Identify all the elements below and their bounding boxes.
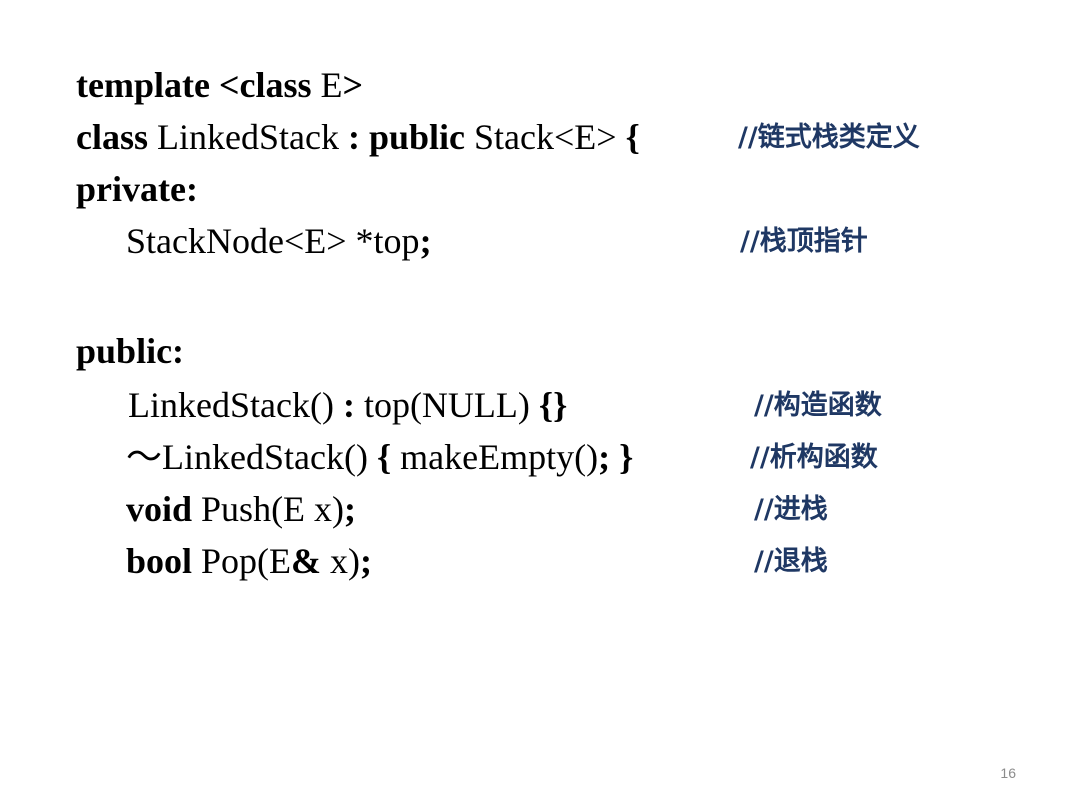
keyword-class: <class (218, 65, 312, 105)
code-line-template: template <class E> (0, 60, 1080, 110)
label-private: private: (76, 169, 198, 209)
ctor-init: top(NULL) (354, 385, 539, 425)
class-name: LinkedStack (148, 117, 348, 157)
keyword-public: : public (347, 117, 465, 157)
code-line-top: StackNode<E> *top; //栈顶指针 (0, 216, 1080, 266)
dtor-code: ～LinkedStack() { makeEmpty(); } (126, 432, 633, 482)
keyword-void: void (126, 489, 193, 529)
push-code: void Push(E x); (126, 484, 356, 534)
comment-pop: //退栈 (754, 546, 828, 577)
semicolon: ; (344, 489, 357, 529)
keyword-bool: bool (126, 541, 193, 581)
comment-top-pointer: //栈顶指针 (740, 226, 868, 257)
push-sig: Push(E x) (192, 489, 345, 529)
colon: : (342, 385, 355, 425)
pop-code: bool Pop(E& x); (126, 536, 372, 586)
class-code: class LinkedStack : public Stack<E> { (76, 112, 640, 162)
close-brace: } (610, 437, 634, 477)
code-line-pop: bool Pop(E& x); //退栈 (0, 536, 1080, 586)
keyword-class: class (76, 117, 148, 157)
semicolon: ; (419, 221, 432, 261)
open-brace: { (625, 117, 640, 157)
comment-constructor: //构造函数 (754, 390, 882, 421)
dtor-body: makeEmpty() (391, 437, 599, 477)
top-decl: StackNode<E> *top (126, 221, 420, 261)
code-line-private: private: (0, 164, 1080, 214)
semicolon: ; (598, 437, 611, 477)
comment-class-def: //链式栈类定义 (738, 122, 920, 153)
code-line-push: void Push(E x); //进栈 (0, 484, 1080, 534)
label-public: public: (76, 331, 185, 371)
keyword-template: template (76, 65, 219, 105)
code-line-class: class LinkedStack : public Stack<E> { //… (0, 112, 1080, 162)
type-param: E (311, 65, 343, 105)
empty-braces: {} (538, 385, 568, 425)
open-brace: { (376, 437, 392, 477)
pop-sig-end: x) (321, 541, 361, 581)
semicolon: ; (360, 541, 373, 581)
dtor-name: ～LinkedStack() (126, 437, 377, 477)
pop-sig-start: Pop(E (192, 541, 292, 581)
ctor-code: LinkedStack() : top(NULL) {} (128, 380, 567, 430)
ctor-name: LinkedStack() (128, 385, 343, 425)
base-class: Stack<E> (465, 117, 626, 157)
angle-close: > (342, 65, 363, 105)
ampersand: & (291, 541, 322, 581)
template-code: template <class E> (76, 60, 363, 110)
comment-push: //进栈 (754, 494, 828, 525)
code-line-public: public: (0, 326, 1080, 376)
code-line-ctor: LinkedStack() : top(NULL) {} //构造函数 (0, 380, 1080, 430)
page-number: 16 (1000, 765, 1016, 781)
comment-destructor: //析构函数 (750, 442, 878, 473)
top-code: StackNode<E> *top; (126, 216, 432, 266)
code-line-dtor: ～LinkedStack() { makeEmpty(); } //析构函数 (0, 432, 1080, 482)
